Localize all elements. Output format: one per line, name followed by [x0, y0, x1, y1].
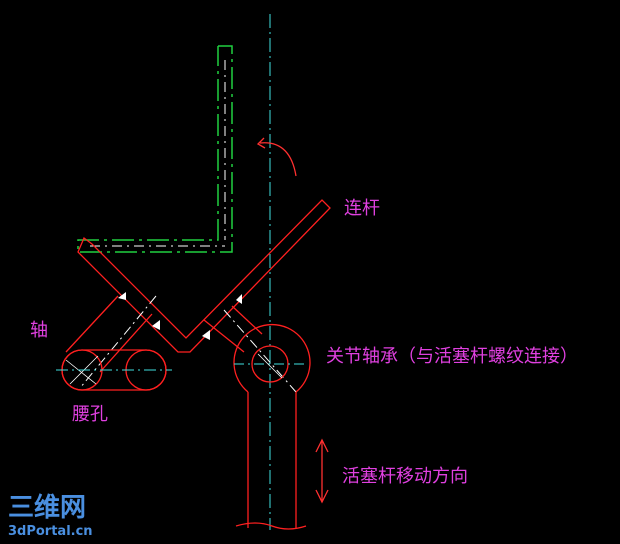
- bearing-hatch: [257, 353, 283, 379]
- piston-direction-arrow: [315, 438, 329, 504]
- joint-bearing: [233, 323, 311, 393]
- label-joint-bearing: 关节轴承（与活塞杆螺纹连接）: [326, 346, 578, 367]
- label-waist-hole: 腰孔: [72, 404, 108, 425]
- weld-marks: [118, 292, 242, 340]
- watermark-logo: 三维网 3dPortal.cn: [8, 492, 93, 539]
- rotated-position-outline: [77, 45, 233, 253]
- watermark-site: 3dPortal.cn: [8, 524, 93, 539]
- label-piston-direction: 活塞杆移动方向: [342, 466, 468, 487]
- label-link-rod: 连杆: [344, 198, 380, 219]
- label-shaft: 轴: [30, 320, 48, 341]
- watermark-logo-text: 三维网: [8, 492, 86, 523]
- arm-centerlines: [79, 295, 297, 393]
- link-rod: [77, 199, 331, 353]
- rotation-arrow: [256, 137, 297, 177]
- piston-rod: [235, 392, 307, 530]
